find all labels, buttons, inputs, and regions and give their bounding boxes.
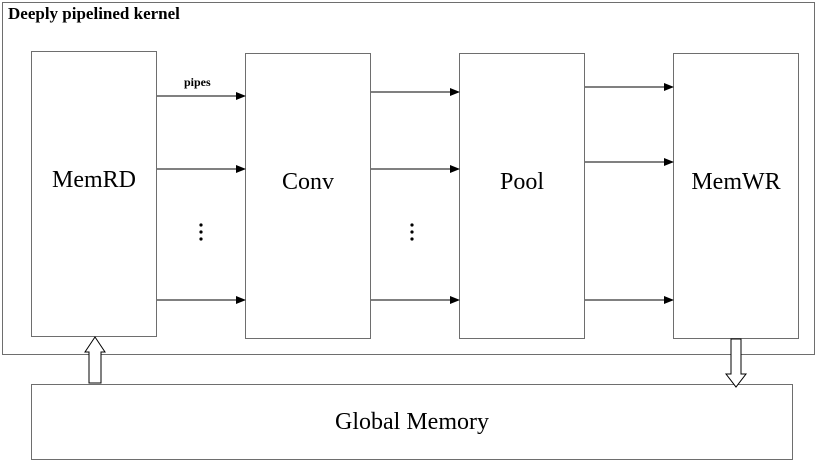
conv-label: Conv [281, 168, 334, 195]
pool-label: Pool [499, 168, 544, 195]
kernel-title: Deeply pipelined kernel [8, 4, 180, 23]
memrd-label: MemRD [52, 166, 136, 193]
memwr-block: MemWR [673, 53, 799, 339]
global-memory-block: Global Memory [31, 384, 793, 460]
kernel-frame [2, 2, 815, 355]
conv-block: Conv [245, 53, 371, 339]
memwr-label: MemWR [691, 168, 781, 195]
global-memory-label: Global Memory [335, 408, 489, 435]
pipes-label: pipes [184, 75, 211, 89]
memrd-block: MemRD [31, 51, 157, 337]
pool-block: Pool [459, 53, 585, 339]
